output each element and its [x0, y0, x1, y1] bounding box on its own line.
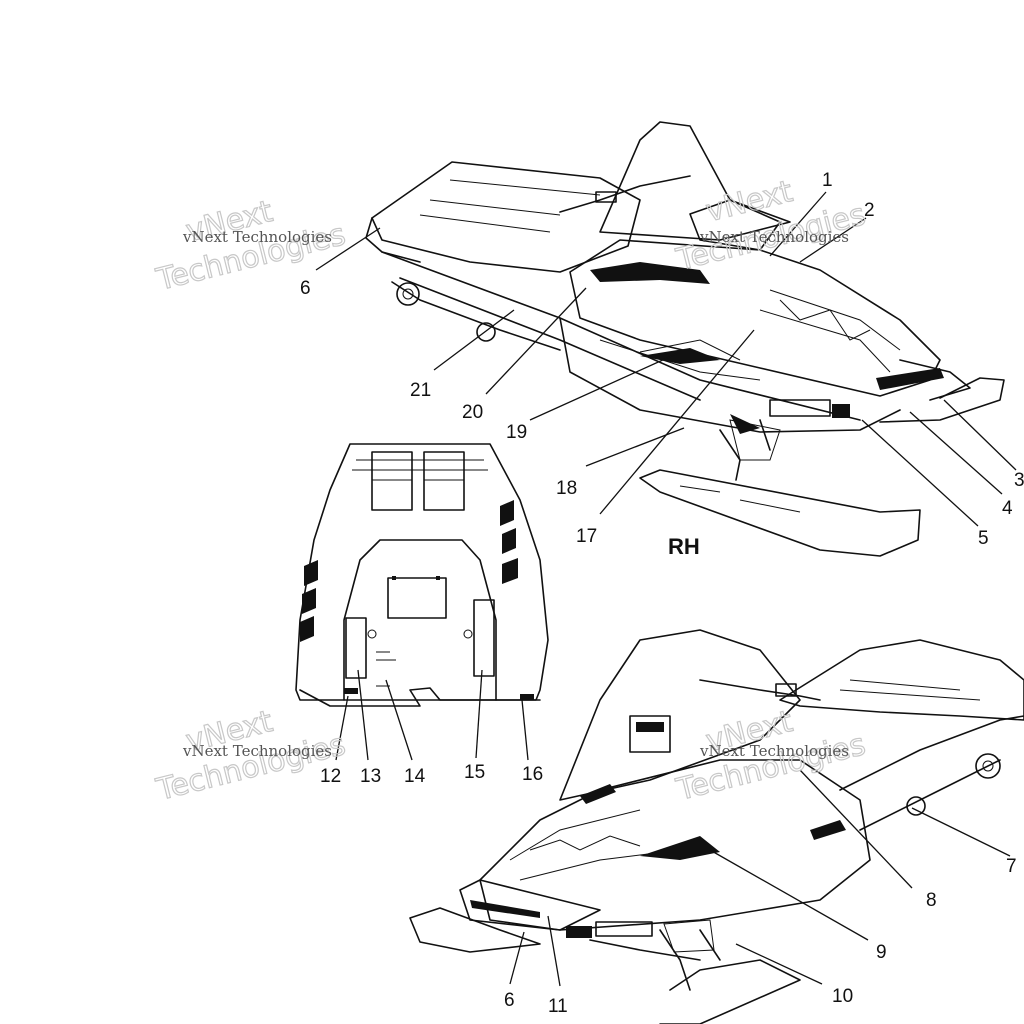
- leader-lines: [315, 191, 1017, 987]
- callout-9: 9: [876, 942, 887, 963]
- callout-19: 19: [506, 422, 527, 443]
- snowmobile-left-side-view: [409, 629, 1024, 1024]
- callout-20: 20: [462, 402, 483, 423]
- watermark-text-top-left: vNext Technologies: [182, 228, 332, 246]
- callout-6-top: 6: [300, 278, 311, 299]
- snowmobile-right-side-view: [365, 121, 1005, 557]
- callout-15: 15: [464, 762, 485, 783]
- callout-2: 2: [864, 200, 875, 221]
- watermark-text-mid-right: vNext Technologies: [699, 742, 849, 760]
- callout-18: 18: [556, 478, 577, 499]
- callout-6-bottom: 6: [504, 990, 515, 1011]
- hood-top-view: [295, 443, 549, 707]
- callout-17: 17: [576, 526, 597, 547]
- callout-16: 16: [522, 764, 543, 785]
- callout-14: 14: [404, 766, 426, 787]
- callout-3: 3: [1014, 470, 1024, 491]
- watermark-text-mid-left: vNext Technologies: [182, 742, 332, 760]
- watermark-text-top-right: vNext Technologies: [699, 228, 849, 246]
- callout-1: 1: [822, 170, 833, 191]
- callout-13: 13: [360, 766, 381, 787]
- callout-11: 11: [548, 996, 568, 1017]
- callout-8: 8: [926, 890, 937, 911]
- watermark-top-right: vNext Technologies: [672, 173, 870, 278]
- callout-5: 5: [978, 528, 989, 549]
- callout-numbers: 1 2 3 4 5 6 21 20 19 18 17 12 13 14 15 1…: [300, 170, 1024, 1017]
- callout-4: 4: [1002, 498, 1013, 519]
- side-label-rh: RH: [668, 534, 700, 559]
- callout-21: 21: [410, 380, 431, 401]
- callout-12: 12: [320, 766, 341, 787]
- callout-10: 10: [832, 986, 853, 1007]
- callout-7: 7: [1006, 856, 1017, 877]
